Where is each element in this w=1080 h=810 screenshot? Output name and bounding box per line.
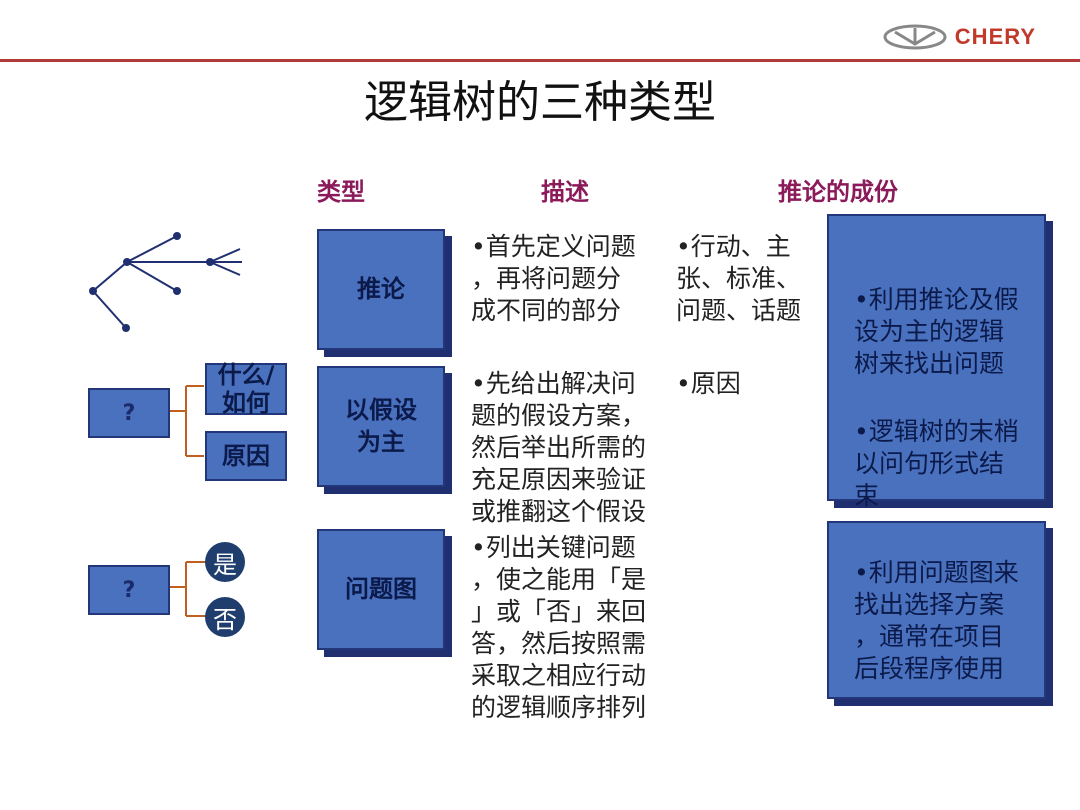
text-line: 树来找出问题 bbox=[854, 349, 1005, 378]
yes-label: 是 bbox=[213, 550, 237, 579]
text-line: ，再将问题分 bbox=[471, 264, 622, 293]
text-line: 成不同的部分 bbox=[471, 296, 622, 325]
description-inference: •首先定义问题 ，再将问题分 成不同的部分 bbox=[471, 231, 636, 327]
text-line: •先给出解决问 bbox=[471, 369, 636, 398]
text-line: •原因 bbox=[676, 369, 741, 398]
text-line: 后段程序使用 bbox=[854, 654, 1005, 683]
logo-text: CHERY bbox=[954, 24, 1036, 49]
chery-logo: CHERY bbox=[883, 24, 1036, 50]
text-line: •利用推论及假 bbox=[854, 285, 1019, 314]
column-header-description: 描述 bbox=[541, 178, 589, 206]
column-header-type: 类型 bbox=[317, 178, 365, 206]
type-label-line: 以假设 bbox=[345, 396, 417, 425]
tree-diagram-icon bbox=[89, 232, 242, 332]
yes-circle: 是 bbox=[205, 542, 245, 582]
type-box-hypothesis: 以假设 为主 bbox=[317, 366, 445, 487]
branch-box-reason: 原因 bbox=[205, 431, 287, 481]
type-box-inference: 推论 bbox=[317, 229, 445, 350]
text-line: 的逻辑顺序排列 bbox=[471, 693, 647, 722]
connector-lines-issue bbox=[168, 561, 206, 617]
text-line: •首先定义问题 bbox=[471, 232, 636, 261]
description-issue-diagram: •列出关键问题 ，使之能用「是 」或「否」来回 答，然后按照需 采取之相应行动 … bbox=[471, 532, 646, 724]
text-line: ，通常在项目 bbox=[854, 622, 1005, 651]
components-hypothesis: •原因 bbox=[676, 368, 741, 400]
type-label-line: 为主 bbox=[357, 427, 405, 456]
column-header-components: 推论的成份 bbox=[778, 178, 898, 206]
text-line: 以问句形式结 bbox=[854, 449, 1005, 478]
branch-box-what-how: 什么/ 如何 bbox=[205, 361, 287, 417]
chery-emblem-icon bbox=[883, 24, 947, 50]
text-line: •行动、主 bbox=[676, 232, 791, 261]
description-hypothesis: •先给出解决问 题的假设方案， 然后举出所需的 充足原因来验证 或推翻这个假设 bbox=[471, 368, 646, 528]
text-line: 答，然后按照需 bbox=[471, 629, 647, 658]
connector-lines-hypothesis bbox=[168, 385, 204, 457]
text-line: •逻辑树的末梢 bbox=[854, 417, 1019, 446]
question-mark: ? bbox=[122, 577, 136, 603]
branch-label: 原因 bbox=[222, 442, 270, 470]
text-line: 采取之相应行动 bbox=[471, 661, 647, 690]
question-box-hypothesis: ? bbox=[88, 388, 170, 438]
text-line: 设为主的逻辑 bbox=[854, 317, 1005, 346]
components-inference: •行动、主 张、标准、 问题、话题 bbox=[676, 231, 801, 327]
note-box-bottom: •利用问题图来 找出选择方案 ，通常在项目 后段程序使用 bbox=[827, 521, 1046, 699]
text-line: 充足原因来验证 bbox=[471, 465, 647, 494]
text-line: 题的假设方案， bbox=[471, 401, 647, 430]
text-line: •利用问题图来 bbox=[854, 558, 1019, 587]
text-line: 或推翻这个假设 bbox=[471, 497, 647, 526]
text-line: 然后举出所需的 bbox=[471, 433, 647, 462]
text-line: ，使之能用「是 bbox=[471, 565, 647, 594]
note-box-top: •利用推论及假 设为主的逻辑 树来找出问题 •逻辑树的末梢 以问句形式结 束 bbox=[827, 214, 1046, 510]
type-label: 问题图 bbox=[345, 574, 417, 603]
text-line: 找出选择方案 bbox=[854, 590, 1005, 619]
branch-label-line: 如何 bbox=[221, 389, 270, 417]
spacer bbox=[854, 380, 1044, 416]
question-mark: ? bbox=[122, 400, 136, 426]
text-line: 问题、话题 bbox=[676, 296, 802, 325]
text-line: 张、标准、 bbox=[676, 264, 802, 293]
page-title: 逻辑树的三种类型 bbox=[364, 77, 716, 128]
no-label: 否 bbox=[213, 605, 237, 634]
question-box-issue: ? bbox=[88, 565, 170, 615]
branch-label-line: 什么/ bbox=[217, 361, 275, 389]
type-box-issue-diagram: 问题图 bbox=[317, 529, 445, 650]
no-circle: 否 bbox=[205, 597, 245, 637]
text-line: •列出关键问题 bbox=[471, 533, 636, 562]
text-line: 」或「否」来回 bbox=[471, 597, 647, 626]
text-line: 束 bbox=[854, 481, 880, 510]
type-label: 推论 bbox=[357, 274, 405, 303]
header-rule bbox=[0, 59, 1080, 62]
